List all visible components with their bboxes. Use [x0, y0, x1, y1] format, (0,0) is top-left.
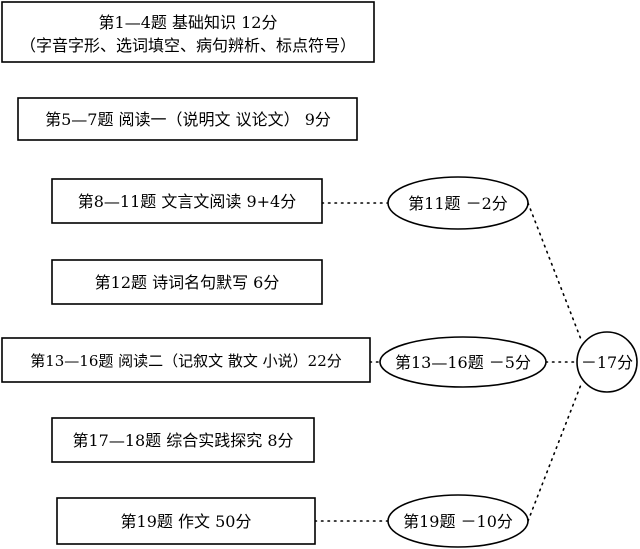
- section-box-7: 第19题 作文 50分: [56, 497, 316, 545]
- section-6-title: 第17—18题 综合实践探究 8分: [72, 431, 293, 450]
- section-1-detail: （字音字形、选词填空、病句辨析、标点符号）: [20, 36, 356, 55]
- connector-d1-total: [527, 202, 583, 343]
- deduction-oval-3: 第19题 －10分: [387, 494, 529, 548]
- deduction-1-label: 第11题 －2分: [408, 194, 508, 213]
- section-box-6: 第17—18题 综合实践探究 8分: [51, 417, 315, 463]
- section-2-title: 第5—7题 阅读一（说明文 议论文） 9分: [45, 110, 331, 129]
- section-7-title: 第19题 作文 50分: [121, 512, 252, 531]
- section-box-2: 第5—7题 阅读一（说明文 议论文） 9分: [17, 97, 358, 141]
- section-box-3: 第8—11题 文言文阅读 9+4分: [51, 178, 323, 224]
- section-5-title: 第13—16题 阅读二（记叙文 散文 小说）22分: [30, 352, 342, 370]
- section-box-4: 第12题 诗词名句默写 6分: [51, 259, 323, 305]
- section-3-title: 第8—11题 文言文阅读 9+4分: [78, 192, 296, 211]
- section-box-5: 第13—16题 阅读二（记叙文 散文 小说）22分: [1, 337, 371, 383]
- section-1-title: 第1—4题 基础知识 12分: [99, 13, 278, 32]
- section-box-1: 第1—4题 基础知识 12分 （字音字形、选词填空、病句辨析、标点符号）: [1, 1, 375, 63]
- total-circle: －17分: [576, 331, 638, 393]
- deduction-oval-2: 第13—16题 －5分: [379, 336, 547, 388]
- connector-d3-total: [527, 381, 583, 522]
- deduction-3-label: 第19题 －10分: [403, 512, 513, 531]
- section-4-title: 第12题 诗词名句默写 6分: [95, 273, 280, 292]
- deduction-oval-1: 第11题 －2分: [387, 176, 529, 230]
- connectors: [314, 202, 583, 522]
- total-label: －17分: [581, 353, 633, 372]
- deduction-2-label: 第13—16题 －5分: [395, 353, 531, 372]
